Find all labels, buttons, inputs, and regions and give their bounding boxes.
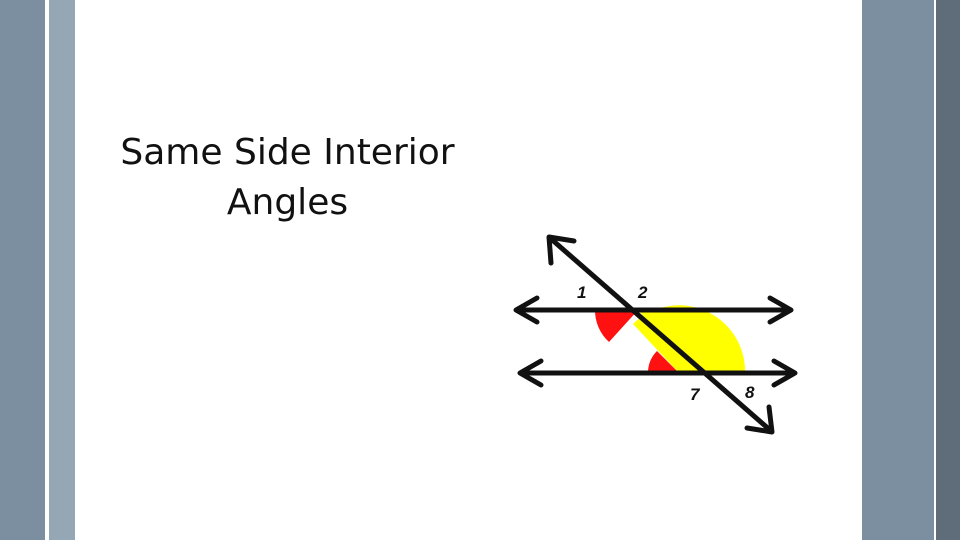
angle-label-2: 2 <box>637 283 648 302</box>
frame-right-inner-band <box>862 0 934 540</box>
slide-title-line-2: Angles <box>226 182 349 223</box>
arrowhead-top-left <box>513 295 540 325</box>
angle-label-8: 8 <box>745 383 755 402</box>
frame-left-divider <box>45 0 49 540</box>
frame-left-outer-band <box>0 0 45 540</box>
arrowhead-bottom-left <box>517 358 544 388</box>
arrowhead-transversal-top <box>546 234 577 266</box>
arrowhead-bottom-right <box>771 358 798 388</box>
angle-label-1: 1 <box>577 283 586 302</box>
angle-sector-6-yellow <box>633 305 746 373</box>
slide-title-line-1: Same Side Interior <box>120 132 455 173</box>
frame-right-divider <box>934 0 936 540</box>
angle-sector-5-red <box>647 351 679 373</box>
slide-canvas <box>75 0 862 540</box>
arrowhead-top-right <box>767 295 794 325</box>
parallel-lines-transversal-diagram: 1 2 7 8 <box>513 234 798 435</box>
frame-left-inner-band <box>49 0 75 540</box>
frame-right-outer-band <box>936 0 960 540</box>
transversal-line <box>547 235 773 433</box>
angle-label-7: 7 <box>690 385 701 404</box>
arrowhead-transversal-bottom <box>744 404 775 435</box>
slide-title: Same Side Interior Angles <box>100 128 475 228</box>
angle-sector-3-red <box>594 310 638 342</box>
